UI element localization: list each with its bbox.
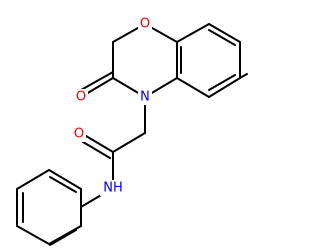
ring-nitrogen-label: N bbox=[138, 89, 152, 105]
label-background bbox=[100, 180, 126, 196]
bond bbox=[208, 74, 236, 91]
molecule-diagram: O O N O NH bbox=[16, 16, 248, 246]
bond bbox=[49, 176, 77, 193]
lactam-carbonyl-oxygen-label: O bbox=[74, 89, 88, 105]
amide-nh-text: NH bbox=[103, 181, 123, 196]
bond bbox=[239, 73, 248, 79]
ring-nitrogen-text: N bbox=[140, 90, 150, 105]
bond bbox=[176, 77, 210, 98]
bond bbox=[49, 229, 77, 246]
bond bbox=[112, 132, 146, 153]
amide-oxygen-text: O bbox=[74, 127, 84, 142]
amide-oxygen-label: O bbox=[72, 126, 86, 142]
atom-label-layer: O O N O NH bbox=[72, 16, 152, 196]
label-background bbox=[138, 16, 152, 32]
amide-nh-label: NH bbox=[100, 180, 126, 196]
label-background bbox=[74, 89, 88, 105]
bond bbox=[176, 23, 210, 43]
bond bbox=[48, 225, 82, 245]
bond bbox=[208, 29, 236, 46]
bond bbox=[208, 77, 241, 98]
bond bbox=[77, 138, 111, 159]
ring-oxygen-label: O bbox=[138, 16, 152, 32]
bond bbox=[16, 169, 50, 190]
ring-oxygen-text: O bbox=[140, 17, 150, 32]
bond bbox=[48, 169, 82, 190]
bond bbox=[80, 71, 114, 91]
label-background bbox=[72, 126, 86, 142]
bond bbox=[80, 132, 114, 153]
bond-layer bbox=[16, 23, 248, 246]
bond bbox=[16, 225, 50, 245]
bond bbox=[208, 23, 241, 43]
label-background bbox=[138, 89, 152, 105]
lactam-oxygen-text: O bbox=[76, 90, 86, 105]
